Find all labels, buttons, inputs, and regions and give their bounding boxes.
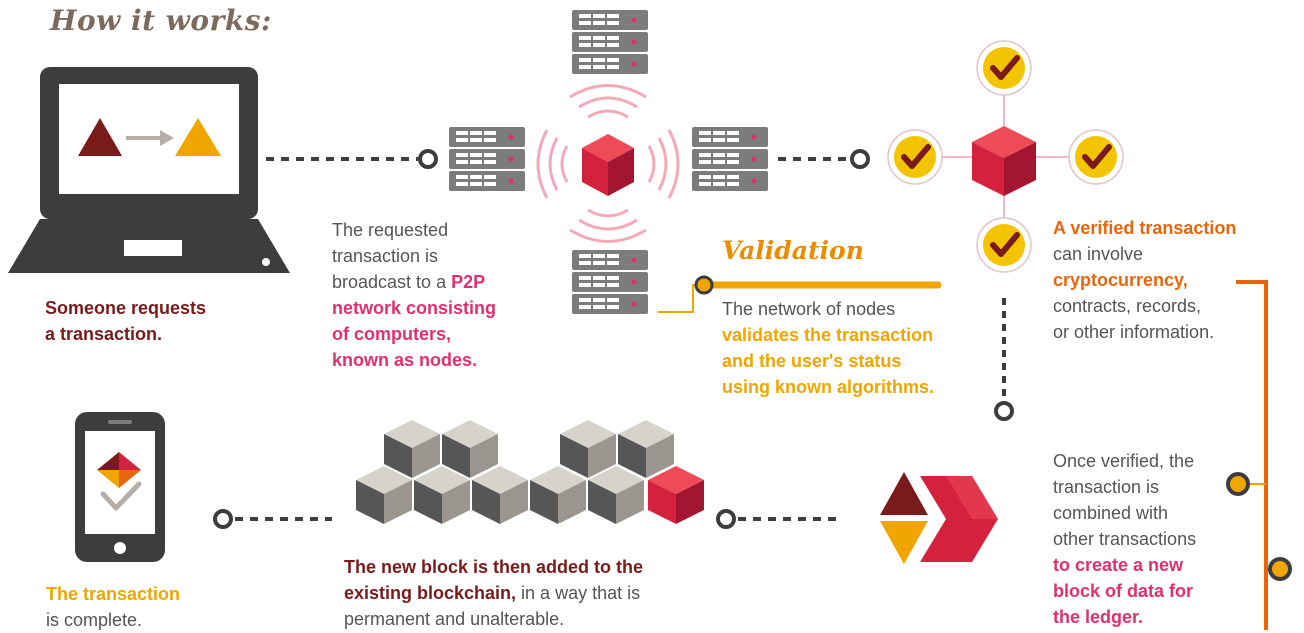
step1-line: Someone requests xyxy=(45,298,207,318)
validation-bar xyxy=(658,275,942,313)
step6-line: The new block is then added to the xyxy=(344,557,644,577)
verified-cube-icon xyxy=(915,68,1096,245)
laptop-icon xyxy=(8,67,290,273)
step2-text-plain: broadcast to a xyxy=(332,272,452,292)
step7-line: The transaction xyxy=(46,584,181,604)
step6-line: existing blockchain, in a way that is xyxy=(344,580,643,606)
step2-text: The requested transaction is broadcast t… xyxy=(332,217,496,373)
step2-line: known as nodes. xyxy=(332,350,478,370)
step4-line: A verified transaction xyxy=(1053,218,1237,238)
step4-line: contracts, records, xyxy=(1053,296,1202,316)
step6-text: The new block is then added to the exist… xyxy=(344,554,643,632)
checkmark-icon xyxy=(1069,130,1123,184)
step6-text-plain: in a way that is xyxy=(516,583,641,603)
connector-node-icon xyxy=(418,149,438,169)
step1-line: a transaction. xyxy=(45,324,163,344)
step5-line: other transactions xyxy=(1053,529,1197,549)
step6-line: permanent and unalterable. xyxy=(344,609,565,629)
blockchain-icon xyxy=(356,420,704,524)
page-title: How it works: xyxy=(50,4,272,37)
step5-line: the ledger. xyxy=(1053,607,1144,627)
connector-node-icon xyxy=(994,401,1014,421)
step5-text: Once verified, the transaction is combin… xyxy=(1053,448,1196,630)
step3-text: The network of nodes validates the trans… xyxy=(722,296,934,400)
checkmark-icon xyxy=(888,130,942,184)
connector-node-icon xyxy=(850,149,870,169)
phone-icon xyxy=(75,412,165,562)
step5-line: to create a new xyxy=(1053,555,1184,575)
step4-line: cryptocurrency, xyxy=(1053,270,1188,290)
step3-line: using known algorithms. xyxy=(722,377,935,397)
ledger-bracket xyxy=(1226,280,1292,630)
step6-text-bold: existing blockchain, xyxy=(344,583,517,603)
connector-node-icon xyxy=(213,509,233,529)
step5-line: transaction is xyxy=(1053,477,1160,497)
step2-line: of computers, xyxy=(332,324,452,344)
step4-text: A verified transaction can involve crypt… xyxy=(1053,215,1236,345)
validation-heading: Validation xyxy=(722,236,864,265)
step5-line: block of data for xyxy=(1053,581,1194,601)
step2-text-highlight: P2P xyxy=(451,272,486,292)
step5-line: Once verified, the xyxy=(1053,451,1195,471)
connector-node-icon xyxy=(716,509,736,529)
step2-line: network consisting xyxy=(332,298,497,318)
step5-line: combined with xyxy=(1053,503,1169,523)
step1-text: Someone requests a transaction. xyxy=(45,295,206,347)
step7-text: The transaction is complete. xyxy=(46,581,180,633)
p2p-network-icon xyxy=(449,10,768,314)
step7-line: is complete. xyxy=(46,610,143,630)
step3-line: The network of nodes xyxy=(722,299,896,319)
step2-line: broadcast to a P2P xyxy=(332,269,496,295)
step4-line: or other information. xyxy=(1053,322,1215,342)
step3-line: and the user's status xyxy=(722,351,902,371)
step2-line: The requested xyxy=(332,220,449,240)
step2-line: transaction is xyxy=(332,246,439,266)
checkmark-icon xyxy=(977,41,1031,95)
checkmark-icon xyxy=(977,218,1031,272)
step4-line: can involve xyxy=(1053,244,1144,264)
new-block-chevron-icon xyxy=(880,472,998,564)
step3-line: validates the transaction xyxy=(722,325,934,345)
